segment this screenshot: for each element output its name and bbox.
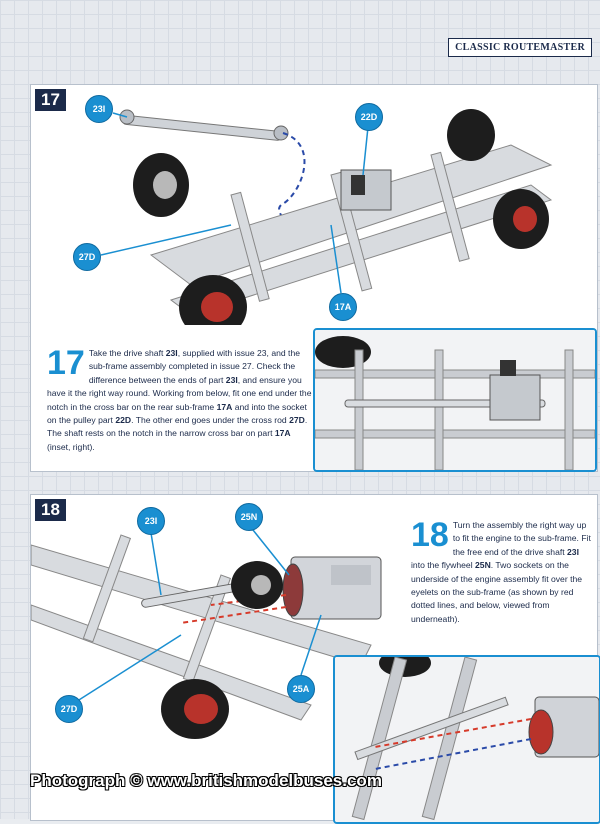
wheel-rear-left <box>231 561 283 609</box>
inset-illustration <box>335 657 599 822</box>
callout-22d: 22D <box>355 103 383 131</box>
step-17-panel: 17 <box>30 84 598 472</box>
callout-25n: 25N <box>235 503 263 531</box>
text-segment: and into the socket on the pulley part <box>47 401 307 426</box>
drive-shaft-part <box>119 109 289 141</box>
wheel-rear-right <box>161 679 229 739</box>
chassis-frame <box>149 144 553 316</box>
part-ref: 17A <box>216 401 233 412</box>
text-segment: into the flywheel <box>411 560 476 571</box>
step-17-big-number: 17 <box>47 344 85 382</box>
callout-23i: 23I <box>137 507 165 535</box>
text-segment: . The shaft rests on the notch in the na… <box>47 415 308 439</box>
callout-27d: 27D <box>73 243 101 271</box>
wheel-front-right <box>179 275 247 325</box>
step-17-number: 17 <box>35 89 66 111</box>
step-17-instructions: 17 Take the drive shaft 23I, supplied wi… <box>47 344 313 454</box>
part-ref: 23I <box>567 546 579 557</box>
series-badge: CLASSIC ROUTEMASTER <box>448 38 592 57</box>
wheel-front-left <box>133 153 189 217</box>
wheel-rear-left <box>447 109 495 161</box>
callout-25a: 25A <box>287 675 315 703</box>
wheel-rear-right <box>493 189 549 249</box>
text-segment: Take the drive shaft <box>88 348 166 358</box>
text-segment: . The other end goes under the cross rod <box>131 415 290 426</box>
part-ref: 25N <box>475 560 491 571</box>
callout-23i: 23I <box>85 95 113 123</box>
text-segment: , supplied with issue 23, and the sub-fr… <box>88 348 301 385</box>
photo-credit-watermark: Photograph © www.britishmodelbuses.com <box>30 771 382 790</box>
step-18-big-number: 18 <box>411 516 449 554</box>
callout-17a: 17A <box>329 293 357 321</box>
text-segment: (inset, right). <box>47 441 95 452</box>
text-segment: . Two sockets on the underside of the en… <box>411 560 583 624</box>
engine-assembly <box>282 556 382 620</box>
step-17-inset-photo <box>313 328 597 472</box>
step-18-instructions: 18 Turn the assembly the right way up to… <box>411 516 591 626</box>
part-ref: 23I <box>165 348 178 358</box>
part-ref: 17A <box>274 428 291 439</box>
part-ref: 27D <box>289 415 305 426</box>
text-segment: , and ensure you have it the right way r… <box>47 374 312 412</box>
step-18-inset-photo <box>333 655 600 824</box>
part-ref: 23I <box>225 374 238 385</box>
step-18-panel: 18 23I 25N <box>30 494 600 824</box>
step-17-illustration <box>100 109 553 325</box>
inset-illustration <box>315 330 595 470</box>
part-ref: 22D <box>115 415 132 426</box>
text-segment: Turn the assembly the right way up to fi… <box>452 520 591 557</box>
step-18-number: 18 <box>35 499 66 521</box>
callout-27d: 27D <box>55 695 83 723</box>
chassis-frame <box>31 534 372 721</box>
step-18-illustration <box>31 524 382 739</box>
